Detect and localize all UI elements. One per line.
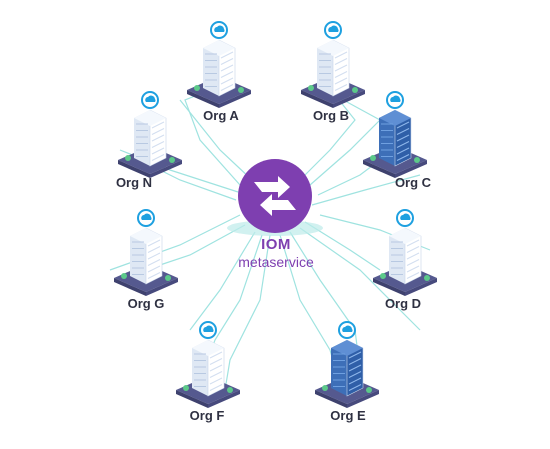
cloud-badge-icon bbox=[137, 209, 155, 227]
org-label-g: Org G bbox=[127, 296, 165, 311]
swap-arrows-icon bbox=[254, 176, 296, 216]
office-building-icon bbox=[130, 227, 163, 285]
cloud-badge-icon bbox=[199, 321, 217, 339]
connection-line bbox=[179, 99, 253, 181]
org-label-n: Org N bbox=[115, 175, 153, 190]
connection-line bbox=[159, 224, 246, 266]
org-building-n bbox=[118, 91, 182, 178]
cloud-badge-icon bbox=[141, 91, 159, 109]
org-building-c bbox=[363, 91, 427, 178]
org-building-f bbox=[176, 321, 240, 408]
org-building-b bbox=[301, 21, 365, 108]
org-building-d bbox=[373, 209, 437, 296]
office-building-icon bbox=[389, 227, 422, 285]
connection-line bbox=[304, 221, 381, 271]
cloud-badge-icon bbox=[386, 91, 404, 109]
connection-line bbox=[311, 174, 421, 206]
org-label-c: Org C bbox=[394, 175, 432, 190]
office-building-icon bbox=[203, 39, 236, 97]
cloud-badge-icon bbox=[338, 321, 356, 339]
hub-title: IOM bbox=[261, 236, 291, 253]
cloud-badge-icon bbox=[396, 209, 414, 227]
connection-line bbox=[309, 89, 381, 186]
connection-line bbox=[224, 234, 271, 391]
cloud-badge-icon bbox=[324, 21, 342, 39]
connection-line bbox=[189, 231, 256, 331]
office-building-icon bbox=[379, 109, 412, 167]
org-building-a bbox=[187, 21, 251, 108]
office-building-icon bbox=[192, 339, 225, 397]
org-label-e: Org E bbox=[330, 408, 366, 423]
hub-circle bbox=[238, 159, 312, 233]
office-building-icon bbox=[134, 109, 167, 167]
connection-line bbox=[299, 94, 356, 181]
org-building-g bbox=[114, 209, 178, 296]
hub-subtitle: metaservice bbox=[238, 254, 314, 270]
org-building-e bbox=[315, 321, 379, 408]
org-label-f: Org F bbox=[189, 408, 225, 423]
org-label-d: Org D bbox=[384, 296, 422, 311]
cloud-badge-icon bbox=[210, 21, 228, 39]
connection-line bbox=[299, 227, 421, 331]
org-buildings bbox=[114, 21, 437, 408]
office-building-icon bbox=[331, 339, 364, 397]
org-label-b: Org B bbox=[312, 108, 350, 123]
org-label-a: Org A bbox=[203, 108, 239, 123]
office-building-icon bbox=[317, 39, 350, 97]
hub-logo bbox=[227, 159, 323, 236]
connection-line bbox=[109, 214, 241, 271]
